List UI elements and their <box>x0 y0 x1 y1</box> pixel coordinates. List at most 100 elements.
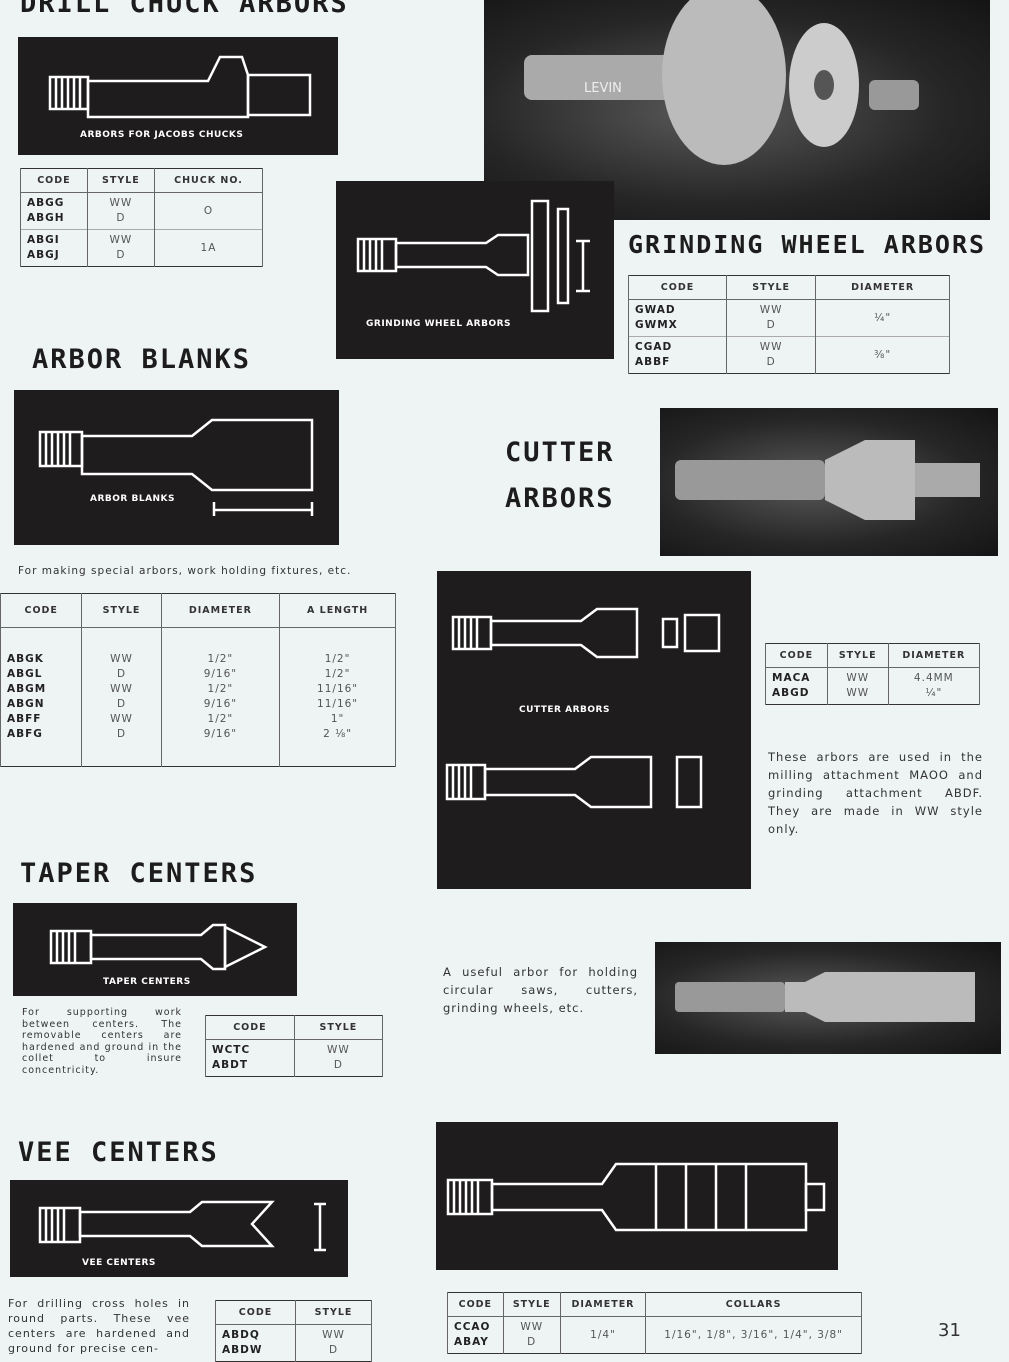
cell-line: 9/16" <box>203 668 238 681</box>
cell-line: D <box>116 212 126 224</box>
cell-line: ¼" <box>874 311 892 324</box>
cell-line: WW <box>110 683 133 696</box>
cell-line: ABGL <box>7 668 43 681</box>
diagram-caption: ARBORS FOR JACOBS CHUCKS <box>80 130 244 140</box>
cell-line: D <box>766 319 776 331</box>
column-header: STYLE <box>502 1292 561 1317</box>
column-header: CODE <box>0 593 83 629</box>
column-header: A LENGTH <box>279 593 396 629</box>
cell-line: ABDT <box>212 1059 249 1071</box>
cell-line: D <box>116 668 127 681</box>
cell-line: WCTC <box>212 1044 251 1056</box>
cell-line: 1/2" <box>207 653 234 666</box>
column-header: COLLARS <box>645 1292 862 1317</box>
cell-line: ABBF <box>635 356 671 368</box>
cell-line: WW <box>109 234 133 246</box>
cell-line: D <box>527 1336 537 1348</box>
cell-line: CCAO <box>454 1321 491 1333</box>
cutter-arbors-note: These arbors are used in the milling att… <box>768 750 983 836</box>
cell-line: ⅜" <box>874 348 892 361</box>
cell-line: WW <box>759 341 783 353</box>
table-cell: WW D <box>86 192 155 230</box>
column-header: CODE <box>215 1300 296 1325</box>
column-header: CODE <box>447 1292 504 1317</box>
cell-line: WW <box>109 197 133 209</box>
cell-line: ABGK <box>7 653 44 666</box>
cell-line: 1A <box>200 241 217 254</box>
cell-line: 1/2" <box>207 683 234 696</box>
column-header: DIAMETER <box>887 643 981 668</box>
cell-line: 1/2" <box>324 668 351 681</box>
table-row: WCTC ABDT WW D <box>205 1039 384 1077</box>
cell-line: GWAD <box>635 304 676 316</box>
cell-line: O <box>203 204 214 217</box>
cell-line: WW <box>322 1329 345 1341</box>
cell-line: ABAY <box>454 1336 489 1348</box>
cell-line: D <box>333 1059 343 1071</box>
cell-line: 1/4" <box>590 1328 616 1341</box>
table-cell: WW D <box>293 1039 384 1077</box>
cell-line: 11/16" <box>317 683 359 696</box>
diagram-grinding-wheel-arbor: GRINDING WHEEL ARBORS <box>336 181 614 359</box>
diagram-arbor-blank: ARBOR BLANKS <box>14 390 339 545</box>
photo-brand-mark: LEVIN <box>584 81 622 96</box>
diagram-vee-center: VEE CENTERS <box>10 1180 348 1277</box>
title-line: CUTTER <box>505 437 615 468</box>
cell-line: ABGJ <box>27 249 60 261</box>
cell-line: ¼" <box>925 687 943 699</box>
cell-line: WW <box>759 304 783 316</box>
column-header: STYLE <box>293 1015 384 1040</box>
cell-line: 11/16" <box>317 698 359 711</box>
column-header: CODE <box>627 275 728 300</box>
column-header: CODE <box>765 643 828 668</box>
table-cell: 1/16", 1/8", 3/16", 1/4", 3/8" <box>645 1316 862 1354</box>
column-header: STYLE <box>726 275 817 300</box>
diagram-cutter-arbors: CUTTER ARBORS <box>437 571 751 889</box>
table-cell: ¼" <box>815 299 950 337</box>
cell-line: ABFF <box>7 713 42 726</box>
cell-line: 1/16", 1/8", 3/16", 1/4", 3/8" <box>664 1328 843 1341</box>
column-header: STYLE <box>826 643 889 668</box>
table-cell: WCTC ABDT <box>205 1039 295 1077</box>
diagram-caption: CUTTER ARBORS <box>519 705 610 715</box>
diagram-taper-center: TAPER CENTERS <box>13 903 297 996</box>
vee-centers-note: For drilling cross holes in round parts.… <box>8 1297 190 1355</box>
cell-line: WW <box>846 687 870 699</box>
section-title-arbor-blanks: ARBOR BLANKS <box>32 344 252 375</box>
cell-line: 4.4MM <box>913 672 954 684</box>
column-header: DIAMETER <box>160 593 281 629</box>
cell-line: WW <box>327 1044 350 1056</box>
diagram-jacobs-chuck-arbor: ARBORS FOR JACOBS CHUCKS <box>18 37 338 155</box>
cell-line: ABGM <box>7 683 47 696</box>
table-cell: 1A <box>153 229 264 267</box>
photo-collar-arbor <box>655 942 1001 1054</box>
